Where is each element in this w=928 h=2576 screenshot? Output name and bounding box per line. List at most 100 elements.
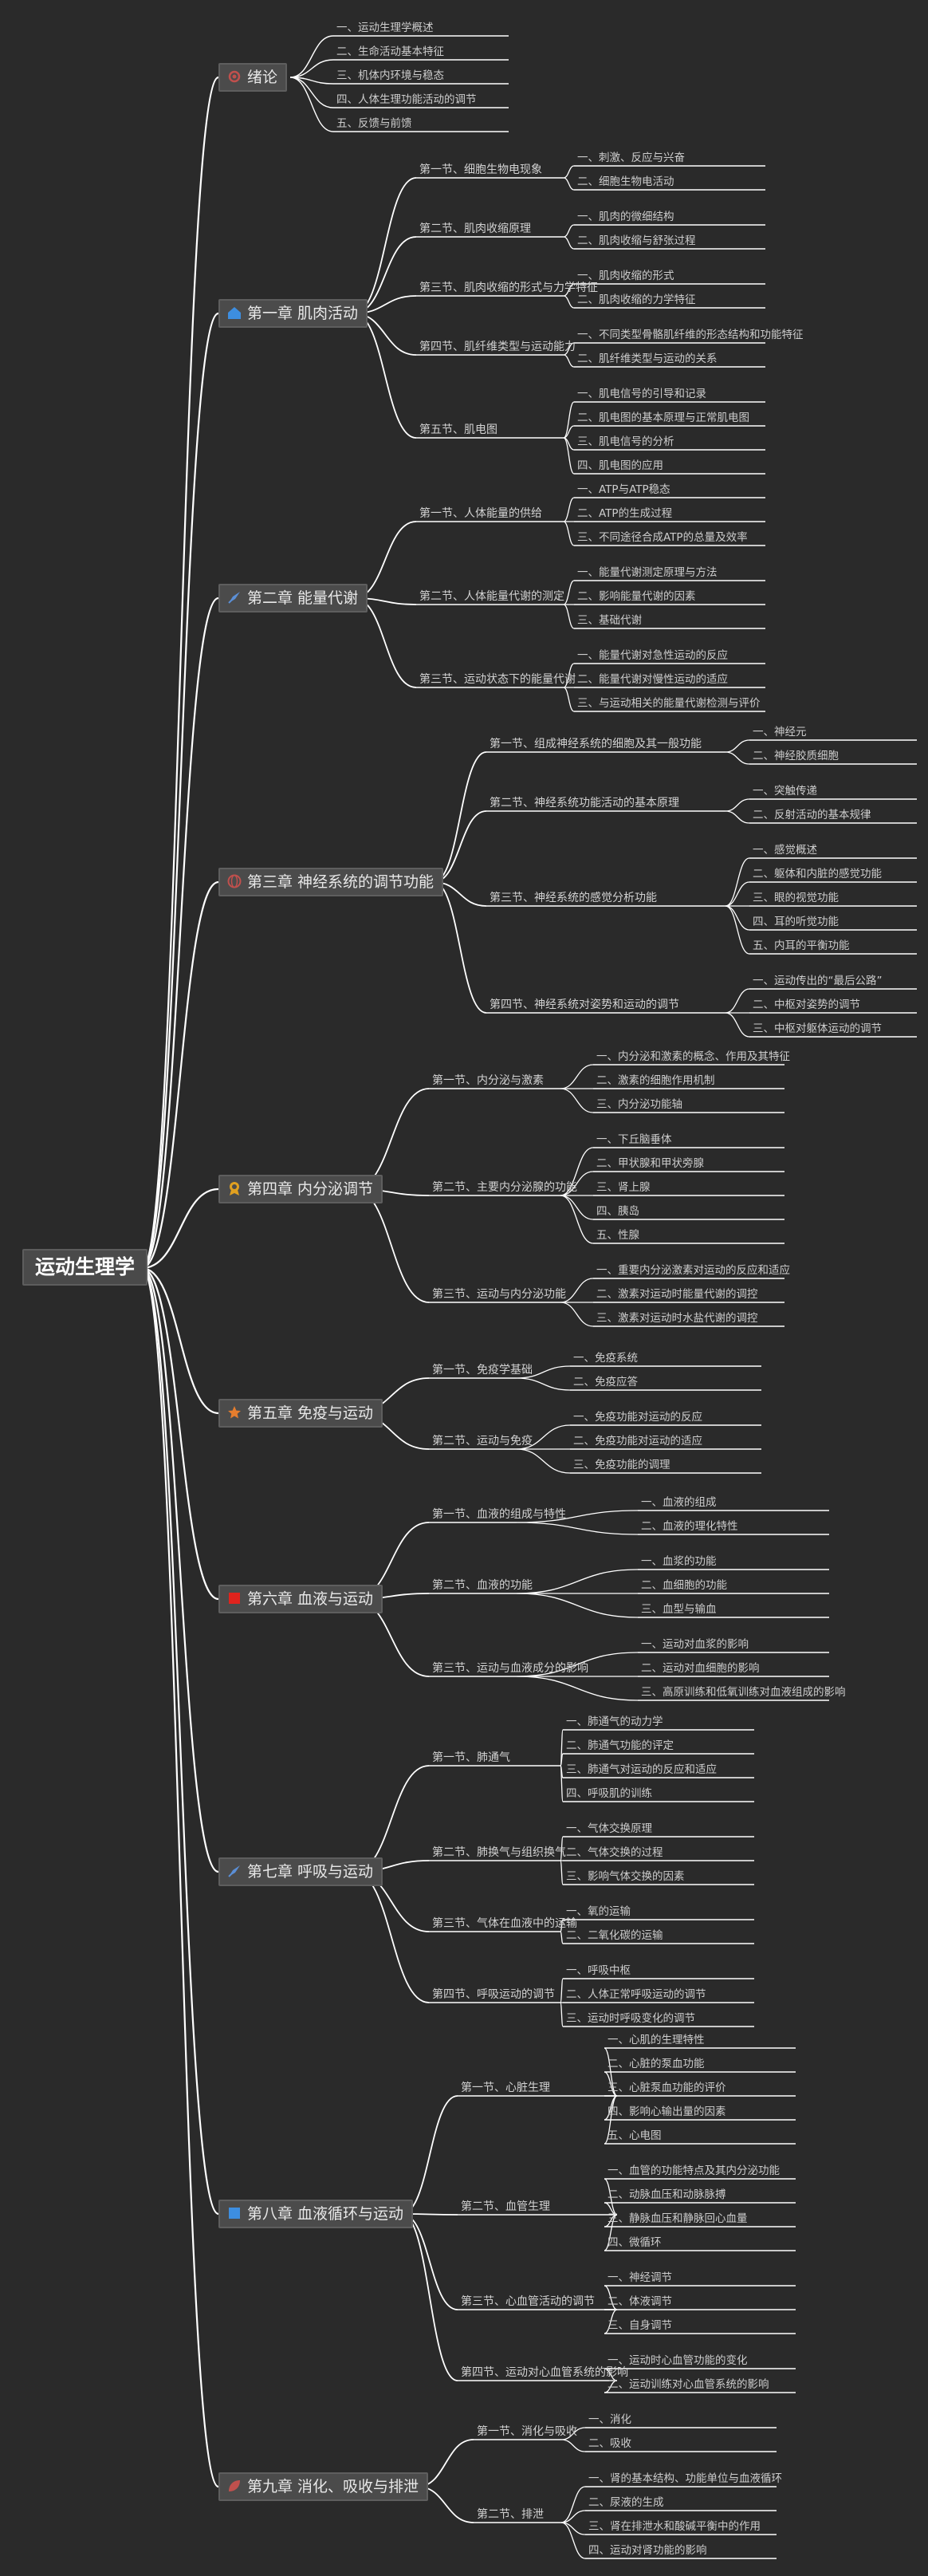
leaf-node[interactable]: 二、甲状腺和甲状旁腺	[593, 1156, 707, 1172]
section-node[interactable]: 第一节、心脏生理	[458, 2080, 553, 2096]
leaf-node[interactable]: 三、眼的视觉功能	[749, 890, 842, 906]
section-node[interactable]: 第二节、血液的功能	[429, 1578, 536, 1593]
leaf-node[interactable]: 一、下丘脑垂体	[593, 1132, 675, 1148]
section-node[interactable]: 第三节、气体在血液中的运输	[429, 1916, 580, 1932]
leaf-node[interactable]: 一、运动时心血管功能的变化	[604, 2353, 751, 2369]
leaf-node[interactable]: 四、微循环	[604, 2235, 665, 2251]
leaf-node[interactable]: 五、心电图	[604, 2128, 665, 2144]
leaf-node[interactable]: 一、运动生理学概述	[333, 20, 437, 36]
leaf-node[interactable]: 三、免疫功能的调理	[570, 1457, 674, 1473]
leaf-node[interactable]: 一、心肌的生理特性	[604, 2032, 708, 2048]
leaf-node[interactable]: 一、血浆的功能	[638, 1554, 720, 1570]
leaf-node[interactable]: 二、躯体和内脏的感觉功能	[749, 866, 885, 882]
leaf-node[interactable]: 二、能量代谢对慢性运动的适应	[574, 672, 731, 687]
leaf-node[interactable]: 一、血管的功能特点及其内分泌功能	[604, 2163, 783, 2179]
leaf-node[interactable]: 一、神经调节	[604, 2270, 675, 2286]
leaf-node[interactable]: 二、运动训练对心血管系统的影响	[604, 2377, 773, 2393]
section-node[interactable]: 第三节、运动与血液成分的影响	[429, 1660, 592, 1676]
leaf-node[interactable]: 二、肌纤维类型与运动的关系	[574, 351, 721, 367]
section-node[interactable]: 第二节、排泄	[474, 2507, 547, 2523]
leaf-node[interactable]: 四、人体生理功能活动的调节	[333, 92, 480, 108]
leaf-node[interactable]: 一、刺激、反应与兴奋	[574, 150, 688, 166]
section-node[interactable]: 第二节、神经系统功能活动的基本原理	[486, 795, 682, 811]
leaf-node[interactable]: 一、ATP与ATP稳态	[574, 482, 674, 498]
section-node[interactable]: 第二节、人体能量代谢的测定	[416, 589, 568, 605]
leaf-node[interactable]: 一、内分泌和激素的概念、作用及其特征	[593, 1049, 793, 1065]
leaf-node[interactable]: 二、运动对血细胞的影响	[638, 1660, 763, 1676]
chapter-node[interactable]: 第五章 免疫与运动	[218, 1399, 383, 1428]
leaf-node[interactable]: 一、肺通气的动力学	[563, 1714, 667, 1730]
leaf-node[interactable]: 二、二氧化碳的运输	[563, 1928, 667, 1944]
section-node[interactable]: 第二节、肌肉收缩原理	[416, 221, 534, 237]
leaf-node[interactable]: 三、高原训练和低氧训练对血液组成的影响	[638, 1684, 849, 1700]
leaf-node[interactable]: 一、突触传递	[749, 783, 820, 799]
leaf-node[interactable]: 二、中枢对姿势的调节	[749, 997, 863, 1013]
leaf-node[interactable]: 四、胰岛	[593, 1203, 643, 1219]
section-node[interactable]: 第二节、肺换气与组织换气	[429, 1845, 569, 1861]
leaf-node[interactable]: 二、细胞生物电活动	[574, 174, 678, 190]
leaf-node[interactable]: 二、影响能量代谢的因素	[574, 589, 699, 605]
leaf-node[interactable]: 二、血细胞的功能	[638, 1578, 730, 1593]
leaf-node[interactable]: 一、气体交换原理	[563, 1821, 655, 1837]
leaf-node[interactable]: 三、肌电信号的分析	[574, 434, 678, 450]
leaf-node[interactable]: 三、影响气体交换的因素	[563, 1869, 688, 1885]
leaf-node[interactable]: 一、能量代谢对急性运动的反应	[574, 648, 731, 664]
leaf-node[interactable]: 二、反射活动的基本规律	[749, 807, 875, 823]
leaf-node[interactable]: 四、影响心输出量的因素	[604, 2104, 729, 2120]
leaf-node[interactable]: 二、体液调节	[604, 2294, 675, 2310]
leaf-node[interactable]: 二、肌电图的基本原理与正常肌电图	[574, 410, 753, 426]
leaf-node[interactable]: 二、免疫功能对运动的适应	[570, 1433, 706, 1449]
leaf-node[interactable]: 三、中枢对躯体运动的调节	[749, 1021, 885, 1037]
chapter-node[interactable]: 第二章 能量代谢	[218, 584, 368, 612]
leaf-node[interactable]: 二、吸收	[585, 2436, 635, 2452]
chapter-node[interactable]: 第一章 肌肉活动	[218, 299, 368, 328]
leaf-node[interactable]: 二、动脉血压和动脉脉搏	[604, 2187, 729, 2203]
section-node[interactable]: 第三节、运动与内分泌功能	[429, 1286, 569, 1302]
root-node[interactable]: 运动生理学	[22, 1249, 148, 1286]
section-node[interactable]: 第二节、血管生理	[458, 2199, 553, 2215]
leaf-node[interactable]: 四、呼吸肌的训练	[563, 1786, 655, 1802]
leaf-node[interactable]: 四、运动对肾功能的影响	[585, 2543, 710, 2558]
leaf-node[interactable]: 三、静脉血压和静脉回心血量	[604, 2211, 751, 2227]
leaf-node[interactable]: 二、人体正常呼吸运动的调节	[563, 1987, 710, 2003]
section-node[interactable]: 第三节、心血管活动的调节	[458, 2294, 598, 2310]
leaf-node[interactable]: 二、激素的细胞作用机制	[593, 1073, 718, 1089]
chapter-node[interactable]: 绪论	[218, 63, 288, 92]
leaf-node[interactable]: 一、感觉概述	[749, 842, 820, 858]
section-node[interactable]: 第一节、内分泌与激素	[429, 1073, 547, 1089]
leaf-node[interactable]: 一、血液的组成	[638, 1495, 720, 1511]
leaf-node[interactable]: 一、神经元	[749, 724, 810, 740]
leaf-node[interactable]: 二、激素对运动时能量代谢的调控	[593, 1286, 761, 1302]
chapter-node[interactable]: 第六章 血液与运动	[218, 1585, 383, 1613]
leaf-node[interactable]: 一、呼吸中枢	[563, 1963, 634, 1979]
leaf-node[interactable]: 一、肾的基本结构、功能单位与血液循环	[585, 2471, 785, 2487]
leaf-node[interactable]: 一、重要内分泌激素对运动的反应和适应	[593, 1262, 793, 1278]
chapter-node[interactable]: 第八章 血液循环与运动	[218, 2200, 414, 2228]
leaf-node[interactable]: 一、运动传出的“最后公路”	[749, 973, 886, 989]
leaf-node[interactable]: 三、机体内环境与稳态	[333, 68, 447, 84]
leaf-node[interactable]: 三、基础代谢	[574, 612, 645, 628]
section-node[interactable]: 第四节、运动对心血管系统的影响	[458, 2365, 631, 2381]
leaf-node[interactable]: 三、自身调节	[604, 2318, 675, 2334]
section-node[interactable]: 第一节、血液的组成与特性	[429, 1507, 569, 1522]
leaf-node[interactable]: 一、免疫系统	[570, 1350, 641, 1366]
leaf-node[interactable]: 二、肌肉收缩与舒张过程	[574, 233, 699, 249]
leaf-node[interactable]: 二、气体交换的过程	[563, 1845, 667, 1861]
leaf-node[interactable]: 三、肾上腺	[593, 1180, 654, 1195]
leaf-node[interactable]: 一、肌肉的微细结构	[574, 209, 678, 225]
leaf-node[interactable]: 三、内分泌功能轴	[593, 1097, 686, 1113]
section-node[interactable]: 第一节、人体能量的供给	[416, 506, 545, 522]
leaf-node[interactable]: 一、运动对血浆的影响	[638, 1637, 752, 1652]
section-node[interactable]: 第五节、肌电图	[416, 422, 501, 438]
leaf-node[interactable]: 二、神经胶质细胞	[749, 748, 842, 764]
leaf-node[interactable]: 四、耳的听觉功能	[749, 914, 842, 930]
leaf-node[interactable]: 二、肌肉收缩的力学特征	[574, 292, 699, 308]
leaf-node[interactable]: 三、不同途径合成ATP的总量及效率	[574, 530, 751, 546]
section-node[interactable]: 第一节、免疫学基础	[429, 1362, 536, 1378]
section-node[interactable]: 第一节、肺通气	[429, 1750, 513, 1766]
leaf-node[interactable]: 三、与运动相关的能量代谢检测与评价	[574, 695, 764, 711]
leaf-node[interactable]: 二、ATP的生成过程	[574, 506, 675, 522]
leaf-node[interactable]: 五、性腺	[593, 1227, 643, 1243]
leaf-node[interactable]: 二、血液的理化特性	[638, 1518, 741, 1534]
leaf-node[interactable]: 二、尿液的生成	[585, 2495, 667, 2511]
